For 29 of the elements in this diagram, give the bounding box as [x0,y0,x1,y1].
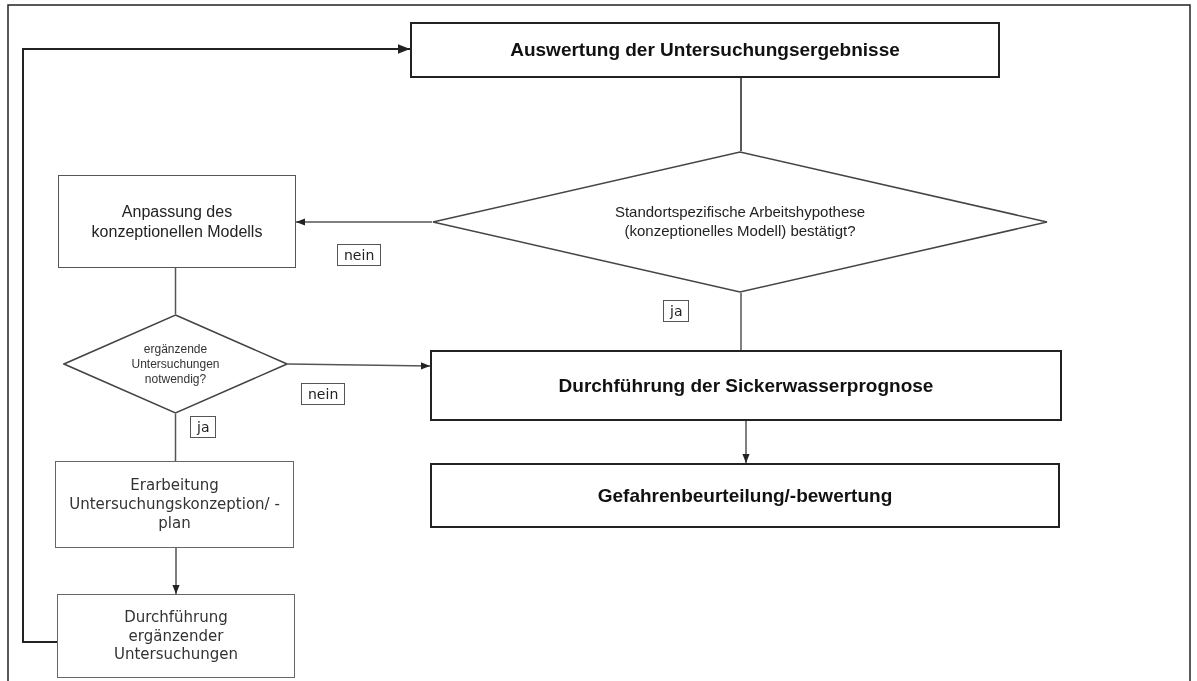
process-box [57,594,295,678]
decision-diamond [432,151,1048,293]
process-box [430,463,1060,528]
arrow [295,218,433,226]
edge-label: nein [301,383,346,405]
node-text: Erarbeitung Untersuchungskonzeption/ -plan [68,476,281,533]
process-box [55,461,294,548]
edge-label: ja [190,416,217,438]
arrow [742,420,750,464]
connector-line [174,267,177,315]
arrow [22,44,411,643]
node-text: Auswertung der Untersuchungsergebnisse [510,38,900,62]
arrow [287,362,431,370]
process-box [410,22,1000,78]
process-box [58,175,296,268]
node-text: Gefahrenbeurteilung/-bewertung [597,483,893,508]
connector-line [740,292,742,351]
node-text: Durchführung ergänzender Untersuchungen [112,607,240,665]
node-text: ergänzende Untersuchungen notwendig? [130,341,221,387]
connector-line [740,77,742,152]
arrow [172,547,180,595]
process-box [430,350,1062,421]
node-text: Standortspezifische Arbeitshypothese (konzeptionelles Modell) bestätigt? [613,203,867,241]
edge-label: ja [663,300,690,322]
connector-line [174,413,177,462]
node-text: Anpassung des konzeptionellen Modells [90,201,264,242]
edge-label: nein [337,244,382,266]
decision-diamond [63,314,288,414]
node-text: Durchführung der Sickerwasserprognose [558,373,934,398]
